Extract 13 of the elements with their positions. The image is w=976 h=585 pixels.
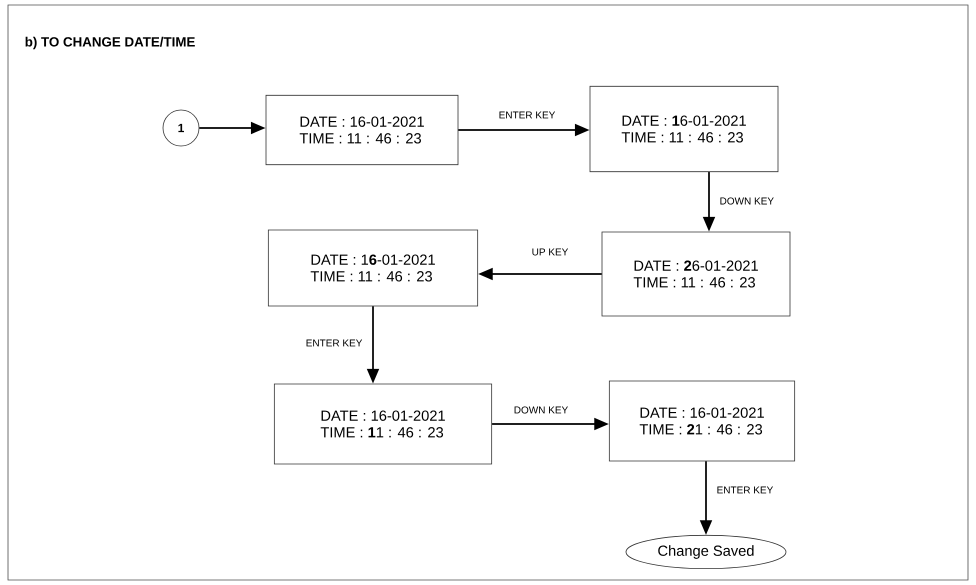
heading: b) TO CHANGE DATE/TIME xyxy=(26,36,195,50)
display-box: DATE : 26-01-2021 TIME : 11 : 46 : 23 xyxy=(602,232,790,316)
edge-label: ENTER KEY xyxy=(304,338,364,348)
edge-label: ENTER KEY xyxy=(497,110,557,120)
edge-label: ENTER KEY xyxy=(715,485,775,495)
display-box: DATE : 16-01-2021 TIME : 11 : 46 : 23 xyxy=(590,86,778,172)
display-box: DATE : 16-01-2021 TIME : 11 : 46 : 23 xyxy=(266,94,458,166)
display-box: DATE : 16-01-2021 TIME : 11 : 46 : 23 xyxy=(268,230,478,306)
display-box: DATE : 16-01-2021 TIME : 21 : 46 : 23 xyxy=(608,380,796,462)
display-box: DATE : 16-01-2021 TIME : 11 : 46 : 23 xyxy=(274,384,492,464)
edge-label: DOWN KEY xyxy=(718,196,776,206)
edge-label: DOWN KEY xyxy=(512,405,570,415)
edge-label: UP KEY xyxy=(530,247,570,257)
